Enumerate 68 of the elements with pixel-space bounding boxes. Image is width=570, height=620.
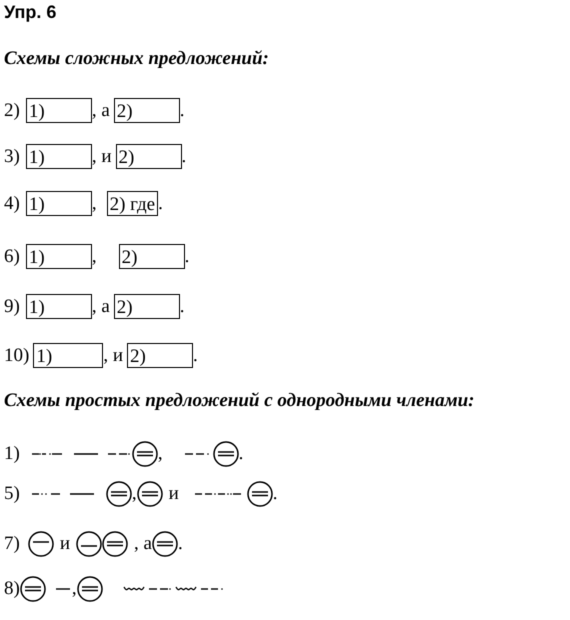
scheme-text: , и <box>92 146 112 168</box>
clause-number: 2) <box>116 297 133 318</box>
clause-box <box>26 98 92 123</box>
scheme-text: . <box>238 443 244 465</box>
scheme-text: , <box>132 483 137 505</box>
scheme-text: . <box>178 533 183 555</box>
clause-number: 2) <box>118 147 134 168</box>
clause-number: 1) <box>28 247 45 268</box>
clause-box <box>114 98 180 123</box>
scheme-text: . <box>182 146 186 168</box>
scheme-text: , <box>158 443 163 465</box>
scheme-text: 9) <box>4 296 20 318</box>
scheme-text: . <box>272 483 278 505</box>
scheme-text: , а <box>92 296 110 318</box>
scheme-text: . <box>184 246 190 268</box>
scheme-text: . <box>193 344 198 366</box>
predicate-circle <box>246 481 273 507</box>
scheme-text: и <box>168 483 179 505</box>
clause-number: 1) <box>28 147 45 168</box>
scheme-text: 2) <box>4 100 20 122</box>
clause-number: 1) <box>28 101 45 122</box>
clause-box <box>26 244 92 269</box>
predicate-circle <box>212 441 239 467</box>
section-heading: Схемы простых предложений с однородными членами: <box>4 390 474 412</box>
scheme-text: 6) <box>4 246 20 268</box>
scheme-text: 1) <box>4 443 20 465</box>
clause-box <box>26 294 92 319</box>
predicate-circle <box>20 576 46 602</box>
clause-box <box>116 144 182 169</box>
scheme-text: и <box>60 533 70 555</box>
clause-box <box>118 244 185 269</box>
scheme-text: 5) <box>4 483 20 505</box>
predicate-circle <box>106 481 132 507</box>
clause-box <box>114 294 180 319</box>
predicate-circle <box>102 531 128 557</box>
predicate-circle <box>136 481 163 507</box>
scheme-text: . <box>180 296 185 318</box>
clause-number: 1) <box>28 194 45 215</box>
clause-number: 2) <box>122 247 138 268</box>
predicate-circle <box>76 531 102 557</box>
clause-box <box>33 343 104 368</box>
section-heading: Схемы сложных предложений: <box>4 48 269 70</box>
clause-number: 1) <box>36 346 52 367</box>
predicate-circle <box>132 441 158 467</box>
scheme-text: , <box>92 246 97 268</box>
predicate-circle <box>28 531 54 557</box>
scheme-text: 4) <box>4 192 20 214</box>
clause-box <box>127 343 193 368</box>
scheme-text: 10) <box>4 344 30 366</box>
scheme-text: , <box>92 192 97 214</box>
clause-box <box>26 191 92 216</box>
clause-number: 2) <box>130 346 146 367</box>
scheme-text: . <box>158 192 163 214</box>
scheme-text: , <box>72 578 77 600</box>
predicate-circle <box>76 576 103 602</box>
scheme-text: , а <box>134 533 152 555</box>
scheme-text: 7) <box>4 533 20 555</box>
scheme-text: 8) <box>4 578 20 600</box>
scheme-text: , и <box>103 344 123 366</box>
clause-number: 1) <box>28 297 45 318</box>
exercise-title: Упр. 6 <box>4 2 56 23</box>
scheme-text: 3) <box>4 146 20 168</box>
predicate-circle <box>152 531 178 557</box>
clause-box <box>26 144 92 169</box>
clause-number: 2) <box>116 101 133 122</box>
scheme-text: . <box>180 100 185 122</box>
clause-number: 2) где <box>110 194 156 215</box>
scheme-text: , а <box>92 100 110 122</box>
